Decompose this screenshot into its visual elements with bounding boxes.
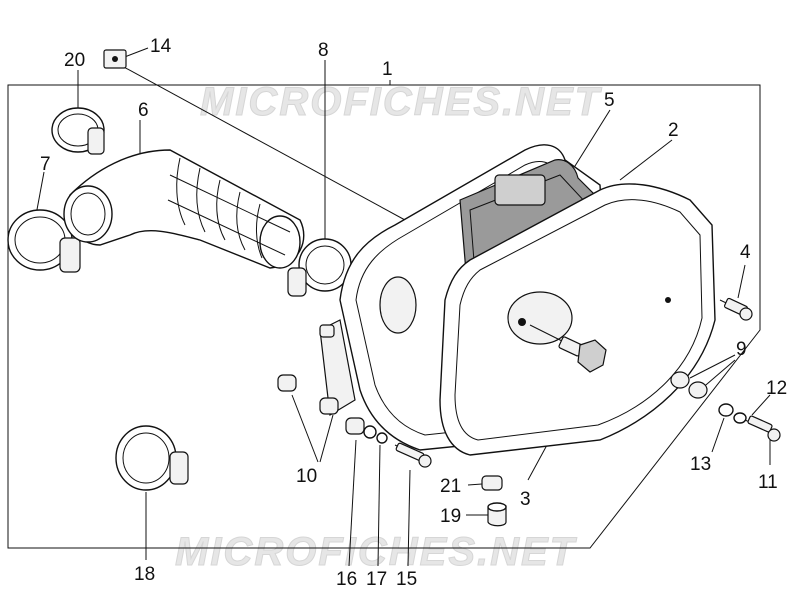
callout-12: 12 <box>766 378 787 399</box>
callout-3: 3 <box>520 489 531 510</box>
part-18-hose-clamp <box>115 425 189 491</box>
callout-5: 5 <box>604 90 615 111</box>
part-17-washer <box>363 425 388 444</box>
callout-8: 8 <box>318 40 329 61</box>
callout-11: 11 <box>758 472 778 493</box>
part-20-hose-clamp <box>51 107 105 155</box>
callout-1: 1 <box>382 59 393 80</box>
part-19-drain-cap <box>487 502 507 527</box>
assembly-frame <box>7 84 761 549</box>
callout-18: 18 <box>134 564 155 585</box>
part-15-bolt <box>394 442 432 468</box>
part-8-hose-clamp <box>287 238 352 297</box>
part-16-spacer <box>345 417 365 435</box>
callout-4: 4 <box>740 242 751 263</box>
callout-16: 16 <box>336 569 357 590</box>
callout-13: 13 <box>690 454 711 475</box>
callout-7: 7 <box>40 154 51 175</box>
watermark-bottom: MICROFICHES.NET <box>175 530 578 574</box>
part-9-grommets <box>670 371 708 399</box>
callout-labels: 1 2 3 4 5 6 7 8 9 10 11 12 13 14 15 16 1… <box>40 36 787 590</box>
callout-15: 15 <box>396 569 417 590</box>
part-13-washer <box>718 403 734 417</box>
part-10-spacers <box>277 374 339 415</box>
callout-20-21: 21 <box>440 476 461 497</box>
callout-10: 10 <box>296 466 317 487</box>
callout-17: 17 <box>366 569 387 590</box>
callout-6: 6 <box>138 100 149 121</box>
part-21-clip <box>481 475 503 491</box>
callout-20: 20 <box>64 50 85 71</box>
callout-2: 2 <box>668 120 679 141</box>
part-4-screw <box>719 297 753 321</box>
part-11-bolt <box>744 415 781 442</box>
callout-14: 14 <box>150 36 172 57</box>
part-14-clip <box>103 49 127 69</box>
callout-19: 19 <box>440 506 461 527</box>
callout-9: 9 <box>736 339 747 360</box>
part-2-filter-cover <box>439 183 716 456</box>
part-3-knob-screw <box>529 324 607 373</box>
watermark-top: MICROFICHES.NET <box>200 80 603 124</box>
part-6-intake-duct <box>63 149 305 269</box>
part-12-washer <box>733 412 747 424</box>
part-7-hose-clamp <box>7 209 81 273</box>
